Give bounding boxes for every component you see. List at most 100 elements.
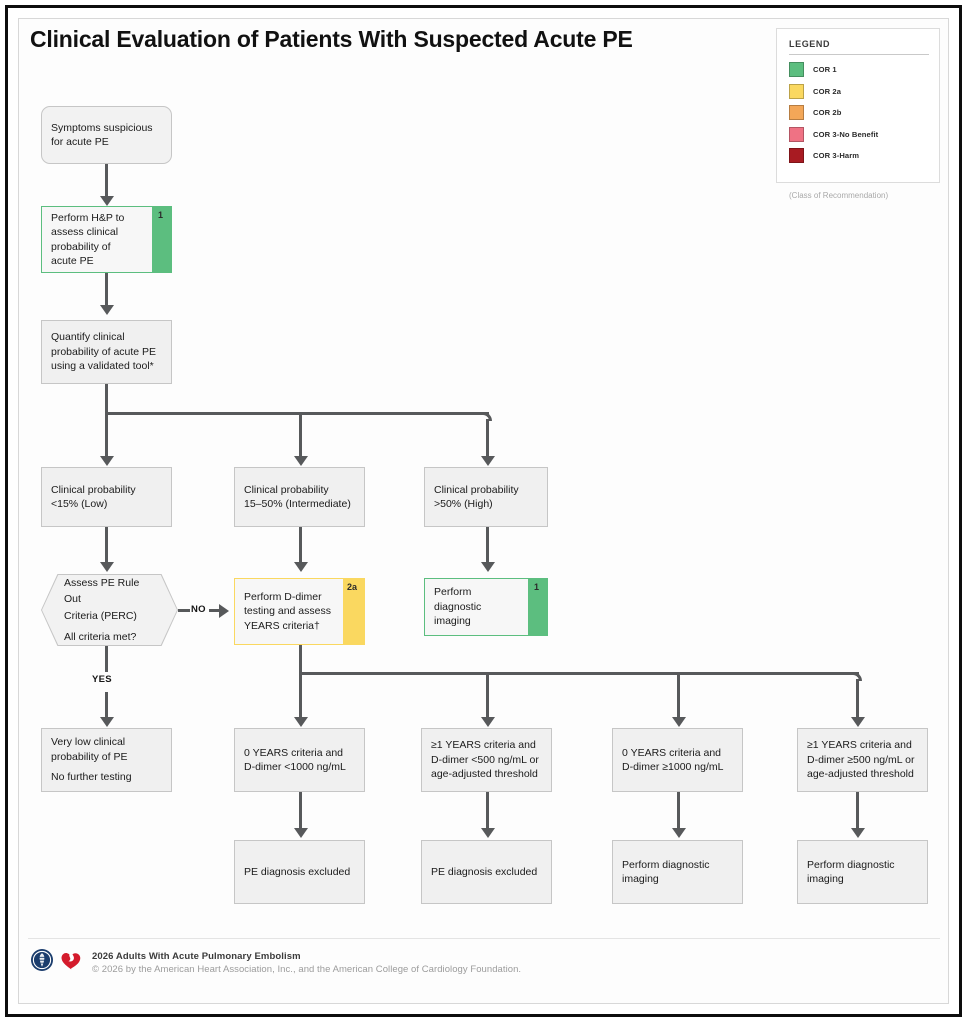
node-out-b-line-1: PE diagnosis excluded xyxy=(431,865,538,878)
node-symptoms-suspicious[interactable]: Symptoms suspicious for acute PE xyxy=(41,106,172,164)
node-out-d-line-2: imaging xyxy=(807,873,844,885)
arrowhead-prob-high-to-imaging xyxy=(480,562,495,572)
node-imaging-high-line-2: imaging xyxy=(434,615,471,628)
node-clinical-probability-intermediate[interactable]: Clinical probability 15–50% (Intermediat… xyxy=(234,467,365,527)
node-clinical-probability-low[interactable]: Clinical probability <15% (Low) xyxy=(41,467,172,527)
arrowhead-bus-to-years-d xyxy=(850,717,865,727)
node-outcome-pe-excluded-a[interactable]: PE diagnosis excluded xyxy=(234,840,365,904)
node-years-ge1-ddimer-ge-500[interactable]: ≥1 YEARS criteria and D-dimer ≥500 ng/mL… xyxy=(797,728,928,792)
connector-no-to-ddimer xyxy=(209,609,221,612)
node-years-b-line-2: D-dimer <500 ng/mL or xyxy=(431,753,539,766)
connector-years-bus-corner xyxy=(853,672,862,681)
node-prob-low-line-1: Clinical probability xyxy=(51,483,136,496)
node-perform-hp[interactable]: Perform H&P to assess clinical probabili… xyxy=(41,206,172,273)
connector-prob-low-to-perc xyxy=(105,527,108,563)
node-years-c-line-1: 0 YEARS criteria and xyxy=(622,746,722,759)
connector-bus-to-prob-int xyxy=(299,412,302,460)
connector-probability-bus-corner xyxy=(483,412,492,421)
connector-years-b-to-out-b xyxy=(486,792,489,830)
connector-probability-bus xyxy=(105,412,489,415)
acc-logo-icon xyxy=(30,948,54,977)
connector-prob-int-to-ddimer xyxy=(299,527,302,563)
node-very-low-probability[interactable]: Very low clinical probability of PE No f… xyxy=(41,728,172,792)
node-quantify-line-1: Quantify clinical xyxy=(51,331,125,344)
legend-label-cor3-harm: COR 3-Harm xyxy=(813,151,860,161)
node-outcome-imaging-c[interactable]: Perform diagnostic imaging xyxy=(612,840,743,904)
node-quantify-line-3: using a validated tool* xyxy=(51,360,154,373)
legend-swatch-cor1 xyxy=(789,62,804,78)
node-symptoms-line-1: Symptoms suspicious xyxy=(51,121,153,134)
node-imaging-high-body: Perform diagnostic imaging xyxy=(425,579,528,635)
node-years-ge1-ddimer-lt-500[interactable]: ≥1 YEARS criteria and D-dimer <500 ng/mL… xyxy=(421,728,552,792)
node-years-0-ddimer-ge-1000[interactable]: 0 YEARS criteria and D-dimer ≥1000 ng/mL xyxy=(612,728,743,792)
connector-bus-to-prob-low xyxy=(105,412,108,460)
node-perform-hp-line-2: assess clinical xyxy=(51,226,119,239)
arrowhead-years-a-to-out-a xyxy=(293,828,308,838)
connector-bus-to-years-b xyxy=(486,672,489,720)
legend-label-cor3-no-benefit: COR 3-No Benefit xyxy=(813,129,879,139)
node-perform-ddimer-line-2: testing and assess xyxy=(244,605,331,618)
node-imaging-high-probability[interactable]: Perform diagnostic imaging 1 xyxy=(424,578,548,636)
legend-footnote: (Class of Recommendation) xyxy=(789,191,889,200)
connector-bus-to-prob-high xyxy=(486,419,489,460)
footer-copyright: © 2026 by the American Heart Association… xyxy=(92,963,522,975)
edge-label-yes: YES xyxy=(92,674,112,685)
node-outcome-imaging-d[interactable]: Perform diagnostic imaging xyxy=(797,840,928,904)
legend-swatch-cor2a xyxy=(789,83,804,99)
node-out-d-line-1: Perform diagnostic xyxy=(807,858,895,871)
node-out-c-line-1: Perform diagnostic xyxy=(622,858,710,871)
legend-label-cor1: COR 1 xyxy=(813,65,837,75)
connector-perc-yes-upper xyxy=(105,646,108,672)
node-perform-ddimer-body: Perform D-dimer testing and assess YEARS… xyxy=(235,579,343,644)
node-prob-low-line-2: <15% (Low) xyxy=(51,498,108,510)
arrowhead-prob-low-to-perc xyxy=(99,562,114,572)
node-years-b-line-1: ≥1 YEARS criteria and xyxy=(431,739,536,752)
legend-item-cor3-no-benefit: COR 3-No Benefit xyxy=(789,124,935,146)
node-prob-int-line-1: Clinical probability xyxy=(244,483,329,496)
footer: 2026 Adults With Acute Pulmonary Embolis… xyxy=(30,948,521,977)
node-perform-ddimer-line-3: YEARS criteria† xyxy=(244,619,320,632)
node-years-0-ddimer-lt-1000[interactable]: 0 YEARS criteria and D-dimer <1000 ng/mL xyxy=(234,728,365,792)
arrowhead-bus-to-years-a xyxy=(293,717,308,727)
arrowhead-bus-to-prob-low xyxy=(99,456,114,466)
node-years-a-line-1: 0 YEARS criteria and xyxy=(244,746,344,759)
node-out-c-line-2: imaging xyxy=(622,873,659,885)
aha-heart-torch-logo-icon xyxy=(59,948,83,977)
node-perform-hp-line-3: probability of xyxy=(51,240,111,253)
figure-title: Clinical Evaluation of Patients With Sus… xyxy=(30,26,633,52)
legend-item-cor2b: COR 2b xyxy=(789,102,935,124)
node-perform-ddimer[interactable]: Perform D-dimer testing and assess YEARS… xyxy=(234,578,365,645)
legend-label-cor2b: COR 2b xyxy=(813,108,842,118)
node-prob-high-line-2: >50% (High) xyxy=(434,498,493,510)
node-out-a-line-1: PE diagnosis excluded xyxy=(244,865,351,878)
legend-title: LEGEND xyxy=(789,39,831,49)
legend-panel: LEGEND COR 1 COR 2a COR 2b COR 3-No Bene… xyxy=(776,28,940,200)
connector-years-d-to-out-d xyxy=(856,792,859,830)
arrowhead-bus-to-years-c xyxy=(671,717,686,727)
arrowhead-symptoms-to-hp xyxy=(99,196,114,206)
connector-perc-yes-lower xyxy=(105,692,108,720)
node-perform-hp-line-4: acute PE xyxy=(51,254,94,267)
arrowhead-bus-to-prob-high xyxy=(480,456,495,466)
connector-years-a-to-out-a xyxy=(299,792,302,830)
legend-item-cor2a: COR 2a xyxy=(789,81,935,103)
connector-symptoms-to-hp xyxy=(105,164,108,198)
arrowhead-years-c-to-out-c xyxy=(671,828,686,838)
node-years-b-line-3: age-adjusted threshold xyxy=(431,768,538,781)
connector-bus-to-years-c xyxy=(677,672,680,720)
connector-prob-high-to-imaging xyxy=(486,527,489,563)
node-years-a-line-2: D-dimer <1000 ng/mL xyxy=(244,761,346,773)
legend-swatch-cor3-no-benefit xyxy=(789,126,804,142)
node-clinical-probability-high[interactable]: Clinical probability >50% (High) xyxy=(424,467,548,527)
node-quantify-probability[interactable]: Quantify clinical probability of acute P… xyxy=(41,320,172,384)
node-imaging-high-line-1: Perform diagnostic xyxy=(434,586,482,613)
arrowhead-no-to-ddimer xyxy=(219,603,229,618)
node-perform-ddimer-line-1: Perform D-dimer xyxy=(244,590,322,603)
arrowhead-years-d-to-out-d xyxy=(850,828,865,838)
connector-years-c-to-out-c xyxy=(677,792,680,830)
node-outcome-pe-excluded-b[interactable]: PE diagnosis excluded xyxy=(421,840,552,904)
connector-hp-to-quantify xyxy=(105,273,108,307)
node-perc-decision[interactable]: Assess PE Rule Out Criteria (PERC) All c… xyxy=(42,575,177,645)
node-perform-hp-line-1: Perform H&P to xyxy=(51,211,125,224)
